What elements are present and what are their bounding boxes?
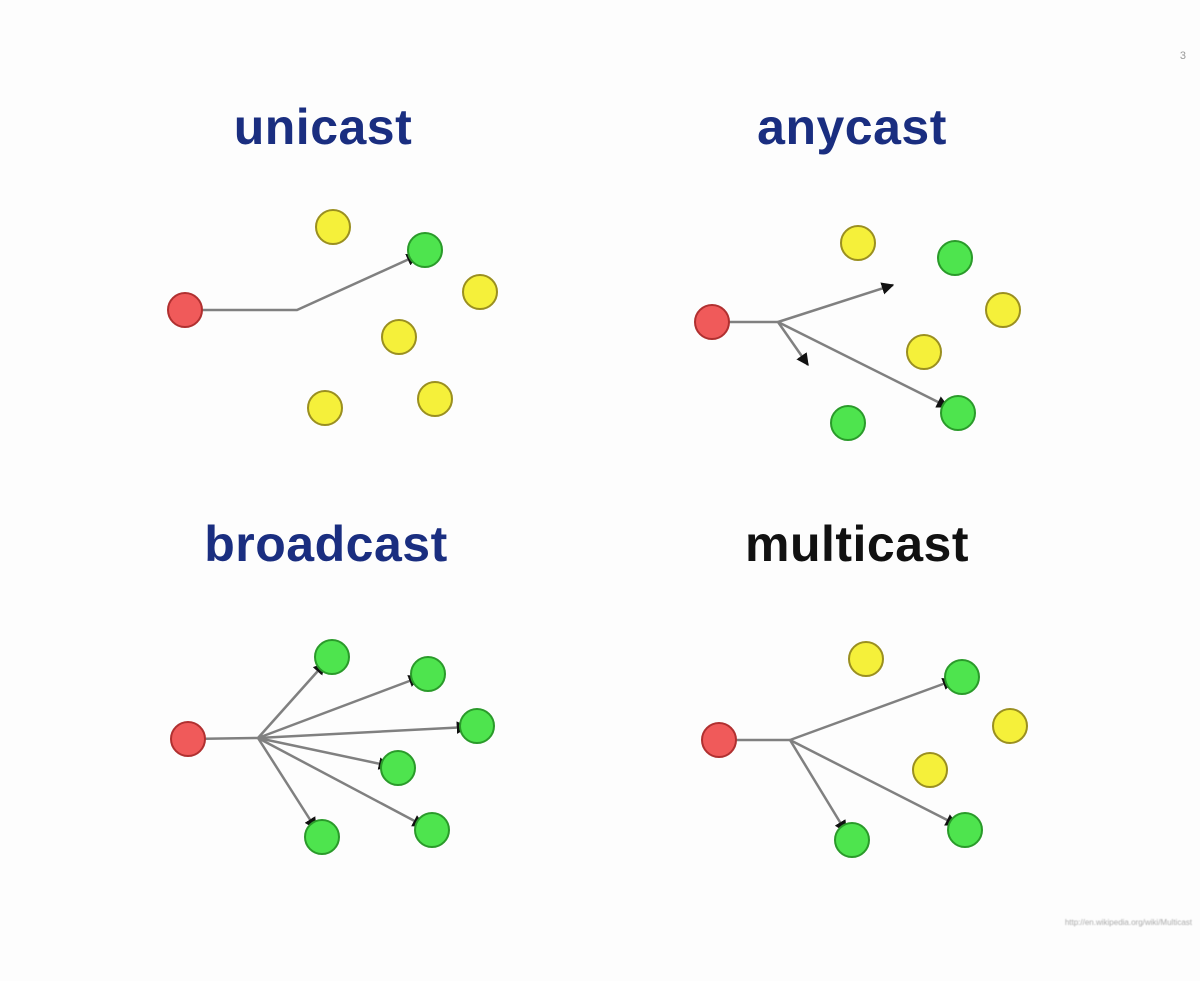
title-anycast: anycast	[757, 99, 947, 155]
receiver-node	[304, 819, 340, 855]
source-node	[167, 292, 203, 328]
multicast-edge	[788, 739, 848, 834]
receiver-node	[407, 232, 443, 268]
receiver-node	[830, 405, 866, 441]
non-receiver-node	[985, 292, 1021, 328]
non-receiver-node	[417, 381, 453, 417]
non-receiver-node	[912, 752, 948, 788]
receiver-node	[947, 812, 983, 848]
broadcast-edge	[257, 721, 470, 740]
source-node	[694, 304, 730, 340]
title-unicast: unicast	[233, 99, 413, 155]
multicast-edge	[789, 738, 959, 827]
receiver-node	[834, 822, 870, 858]
title-broadcast: broadcast	[204, 516, 448, 572]
receiver-node	[940, 395, 976, 431]
anycast-edge	[777, 320, 950, 409]
broadcast-edge	[256, 737, 318, 831]
receiver-node	[410, 656, 446, 692]
receiver-node	[459, 708, 495, 744]
title-multicast: multicast	[744, 516, 970, 572]
broadcast-edge	[257, 736, 392, 770]
non-receiver-node	[840, 225, 876, 261]
non-receiver-node	[381, 319, 417, 355]
non-receiver-node	[315, 209, 351, 245]
source-node	[170, 721, 206, 757]
broadcast-diagram	[170, 639, 495, 855]
non-receiver-node	[906, 334, 942, 370]
receiver-node	[380, 750, 416, 786]
non-receiver-node	[462, 274, 498, 310]
anycast-edge	[777, 282, 895, 324]
source-node	[701, 722, 737, 758]
unicast-diagram	[167, 209, 498, 426]
multicast-diagram	[701, 641, 1028, 858]
unicast-edge	[185, 253, 420, 312]
broadcast-edge	[257, 736, 426, 828]
broadcast-edge	[257, 675, 422, 740]
receiver-node	[314, 639, 350, 675]
multicast-edge	[789, 677, 956, 742]
receiver-node	[414, 812, 450, 848]
receiver-node	[944, 659, 980, 695]
anycast-edge	[776, 321, 810, 367]
anycast-diagram	[694, 225, 1021, 441]
receiver-node	[937, 240, 973, 276]
non-receiver-node	[992, 708, 1028, 744]
non-receiver-node	[848, 641, 884, 677]
non-receiver-node	[307, 390, 343, 426]
slide-number: 3	[1179, 50, 1186, 62]
broadcast-edge	[257, 662, 326, 739]
source-url: http://en.wikipedia.org/wiki/Multicast	[1064, 918, 1192, 927]
